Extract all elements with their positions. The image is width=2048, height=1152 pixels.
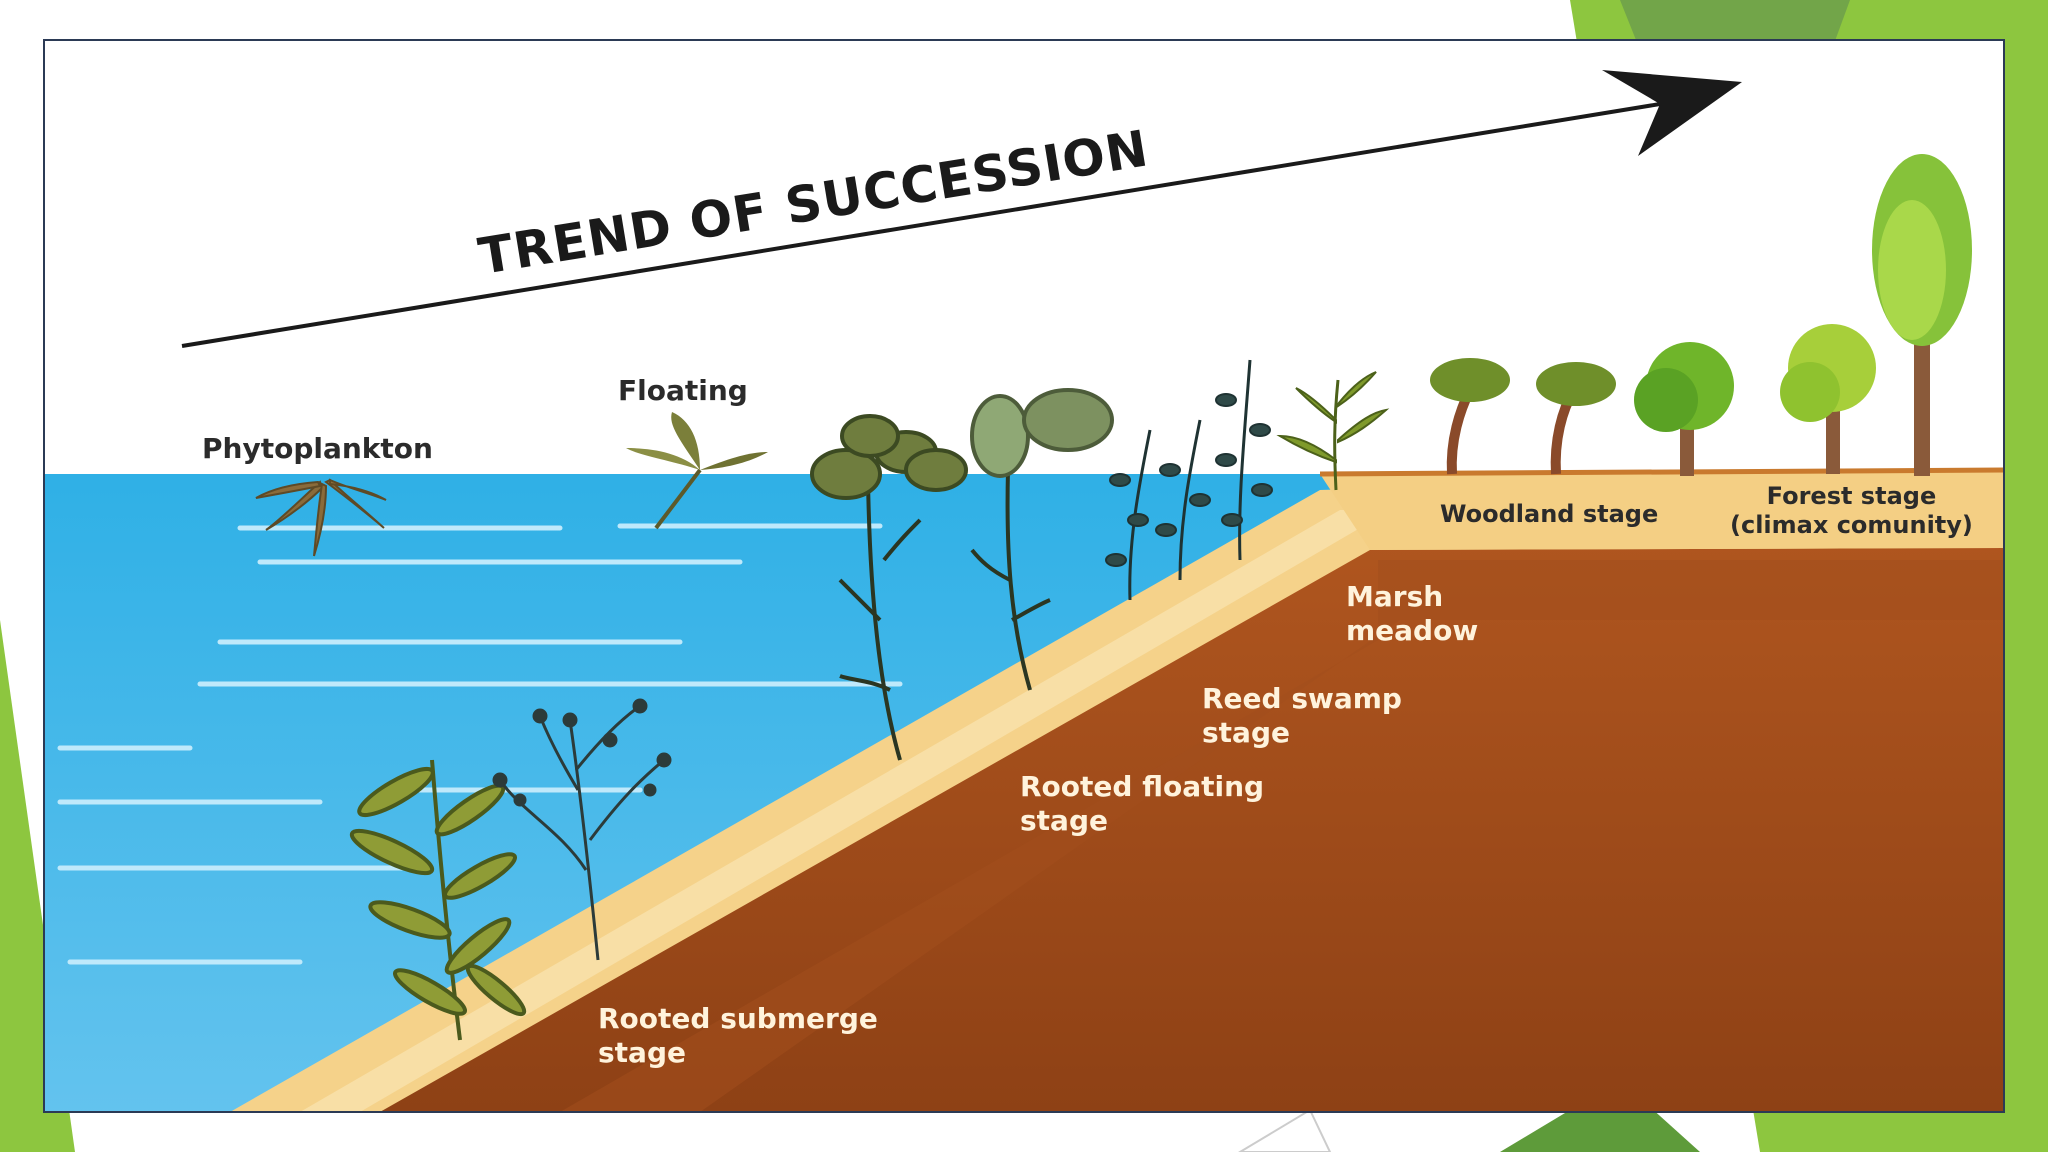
floating-plant xyxy=(626,412,768,530)
label-rooted-floating: Rooted floating stage xyxy=(1020,770,1264,838)
label-floating: Floating xyxy=(618,374,748,407)
water-ripples xyxy=(57,523,903,965)
label-forest-stage: Forest stage (climax comunity) xyxy=(1730,482,1973,541)
rooted-floating-plant-1 xyxy=(810,414,968,761)
rooted-floating-plant-2 xyxy=(970,388,1114,691)
label-rooted-submerge: Rooted submerge stage xyxy=(598,1002,878,1070)
marsh-meadow-plant xyxy=(1276,371,1390,491)
woodland-shrubs xyxy=(1430,342,1734,476)
forest-trees xyxy=(1780,154,1972,476)
label-rooted-submerge-line2: stage xyxy=(598,1036,686,1070)
label-marsh-meadow-line2: meadow xyxy=(1346,614,1479,648)
soil xyxy=(230,530,2004,1112)
submerged-plant-2 xyxy=(492,698,672,961)
land-top xyxy=(1320,470,2004,550)
label-reed-swamp-line1: Reed swamp xyxy=(1202,682,1402,715)
label-forest-stage-line2: (climax comunity) xyxy=(1730,511,1973,540)
label-woodland-stage: Woodland stage xyxy=(1440,500,1659,528)
label-reed-swamp-line2: stage xyxy=(1202,716,1290,750)
phytoplankton-plant xyxy=(255,478,387,557)
reed-swamp-plants xyxy=(1105,359,1273,601)
label-rooted-submerge-line1: Rooted submerge xyxy=(598,1002,878,1035)
label-rooted-floating-line2: stage xyxy=(1020,804,1108,838)
submerged-plant-1 xyxy=(349,759,527,1041)
label-marsh-meadow-line1: Marsh xyxy=(1346,580,1444,613)
label-phytoplankton: Phytoplankton xyxy=(202,432,433,465)
label-forest-stage-line1: Forest stage xyxy=(1766,482,1937,510)
label-rooted-floating-line1: Rooted floating xyxy=(1020,770,1265,803)
label-marsh-meadow: Marsh meadow xyxy=(1346,580,1478,648)
label-reed-swamp: Reed swamp stage xyxy=(1202,682,1402,750)
trend-arrow-head xyxy=(1602,70,1742,156)
trend-arrow-line xyxy=(181,102,1661,348)
